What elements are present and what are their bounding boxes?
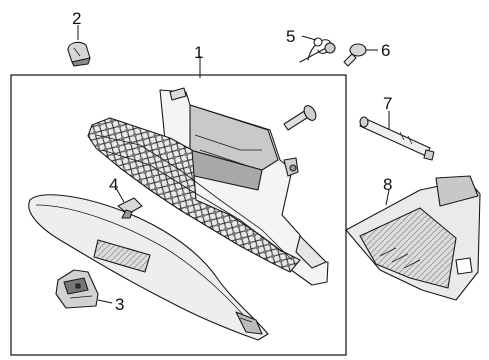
- callout-2: 2: [72, 9, 81, 28]
- part-7-damper: [359, 116, 435, 161]
- callout-7: 7: [383, 94, 392, 113]
- callout-4: 4: [109, 175, 118, 194]
- callout-8: 8: [383, 175, 392, 194]
- glove-box-bin: [87, 87, 329, 286]
- callout-1: 1: [194, 43, 203, 62]
- callout-3: 3: [115, 295, 124, 314]
- part-2-stop: [67, 41, 91, 67]
- part-8-tray: [345, 175, 481, 301]
- callout-5: 5: [286, 27, 295, 46]
- assembly-border: [10, 74, 347, 356]
- part-3-latch: [55, 269, 99, 309]
- part-4-pin: [117, 197, 143, 219]
- stud-pin: [283, 105, 317, 131]
- callout-6: 6: [381, 41, 390, 60]
- part-5-clip: [299, 37, 336, 63]
- part-6-bolt: [343, 43, 367, 67]
- leader-lines: [77, 25, 390, 304]
- glove-box-door: [28, 194, 269, 341]
